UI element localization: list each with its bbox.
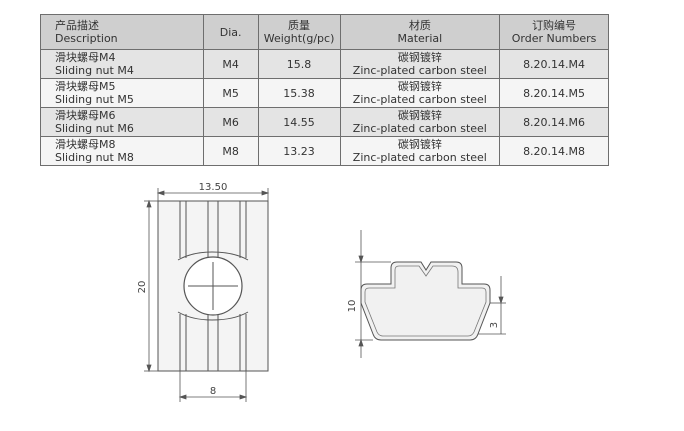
cell-dia: M6 [202,107,259,137]
arrow-head [146,199,152,208]
header-order-cn: 订购编号 [532,19,577,32]
cell-description: 滑块螺母M6 Sliding nut M6 [40,107,204,137]
header-material-cn: 材质 [408,19,431,32]
arrow-head [358,255,364,264]
cell-material: 碳钢镀锌 Zinc-plated carbon steel [339,136,501,166]
desc-en: Sliding nut M5 [55,93,134,106]
side-view [360,261,491,341]
cell-order-number: 8.20.14.M6 [499,107,609,137]
arrow-head [178,394,187,400]
dim-width-top-label: 13.50 [199,182,228,193]
header-description: 产品描述 Description [40,14,204,50]
dim-height-small-label: 3 [489,322,500,328]
dim-height-left-label: 20 [137,281,148,294]
material-cn: 碳钢镀锌 [397,80,442,93]
header-dia-en: Dia. [219,25,242,39]
material-cn: 碳钢镀锌 [397,138,442,151]
front-view-dimensions [144,188,270,402]
arrow-head [261,190,270,196]
desc-cn: 滑块螺母M4 [55,51,116,64]
t-slot-profile-outline [360,261,491,341]
hole-edge-top [177,251,249,261]
header-weight: 质量 Weight(g/pc) [257,14,341,50]
table-row: 滑块螺母M5 Sliding nut M5 M5 15.38 碳钢镀锌 Zinc… [40,78,609,108]
arrow-head [239,394,248,400]
side-view-dimensions [355,230,506,358]
cell-weight: 13.23 [257,136,341,166]
cell-order-number: 8.20.14.M5 [499,78,609,108]
material-en: Zinc-plated carbon steel [352,64,487,77]
desc-cn: 滑块螺母M6 [55,109,116,122]
arrow-head [358,338,364,347]
header-weight-en: Weight(g/pc) [263,32,335,45]
material-en: Zinc-plated carbon steel [352,93,487,106]
cell-dia: M4 [202,49,259,79]
header-order-en: Order Numbers [511,32,597,45]
material-en: Zinc-plated carbon steel [352,151,487,164]
header-material-en: Material [397,32,443,45]
material-cn: 碳钢镀锌 [397,51,442,64]
cell-description: 滑块螺母M5 Sliding nut M5 [40,78,204,108]
arrow-head [156,190,165,196]
header-description-cn: 产品描述 [55,19,99,32]
arrow-head [498,296,504,305]
cell-description: 滑块螺母M4 Sliding nut M4 [40,49,204,79]
desc-en: Sliding nut M6 [55,122,134,135]
cell-description: 滑块螺母M8 Sliding nut M8 [40,136,204,166]
table-row: 滑块螺母M6 Sliding nut M6 M6 14.55 碳钢镀锌 Zinc… [40,107,609,137]
desc-cn: 滑块螺母M5 [55,80,116,93]
spec-table: 产品描述 Description Dia. 质量 Weight(g/pc) 材质… [40,14,609,166]
dim-width-bottom-label: 8 [210,386,216,397]
desc-en: Sliding nut M4 [55,64,134,77]
desc-en: Sliding nut M8 [55,151,134,164]
t-slot-profile-inner [364,265,487,337]
front-view [157,200,269,372]
cell-order-number: 8.20.14.M8 [499,136,609,166]
header-weight-cn: 质量 [288,19,311,32]
material-en: Zinc-plated carbon steel [352,122,487,135]
cell-weight: 15.8 [257,49,341,79]
cell-material: 碳钢镀锌 Zinc-plated carbon steel [339,107,501,137]
header-material: 材质 Material [339,14,501,50]
header-dia: Dia. [202,14,259,50]
material-cn: 碳钢镀锌 [397,109,442,122]
table-row: 滑块螺母M8 Sliding nut M8 M8 13.23 碳钢镀锌 Zinc… [40,136,609,166]
table-header-row: 产品描述 Description Dia. 质量 Weight(g/pc) 材质… [40,14,609,50]
header-description-en: Description [55,32,118,45]
dim-height-profile-label: 10 [347,300,358,313]
desc-cn: 滑块螺母M8 [55,138,116,151]
cell-dia: M5 [202,78,259,108]
hole-edge-bottom [177,311,249,321]
cell-dia: M8 [202,136,259,166]
cell-weight: 14.55 [257,107,341,137]
arrow-head [146,364,152,373]
